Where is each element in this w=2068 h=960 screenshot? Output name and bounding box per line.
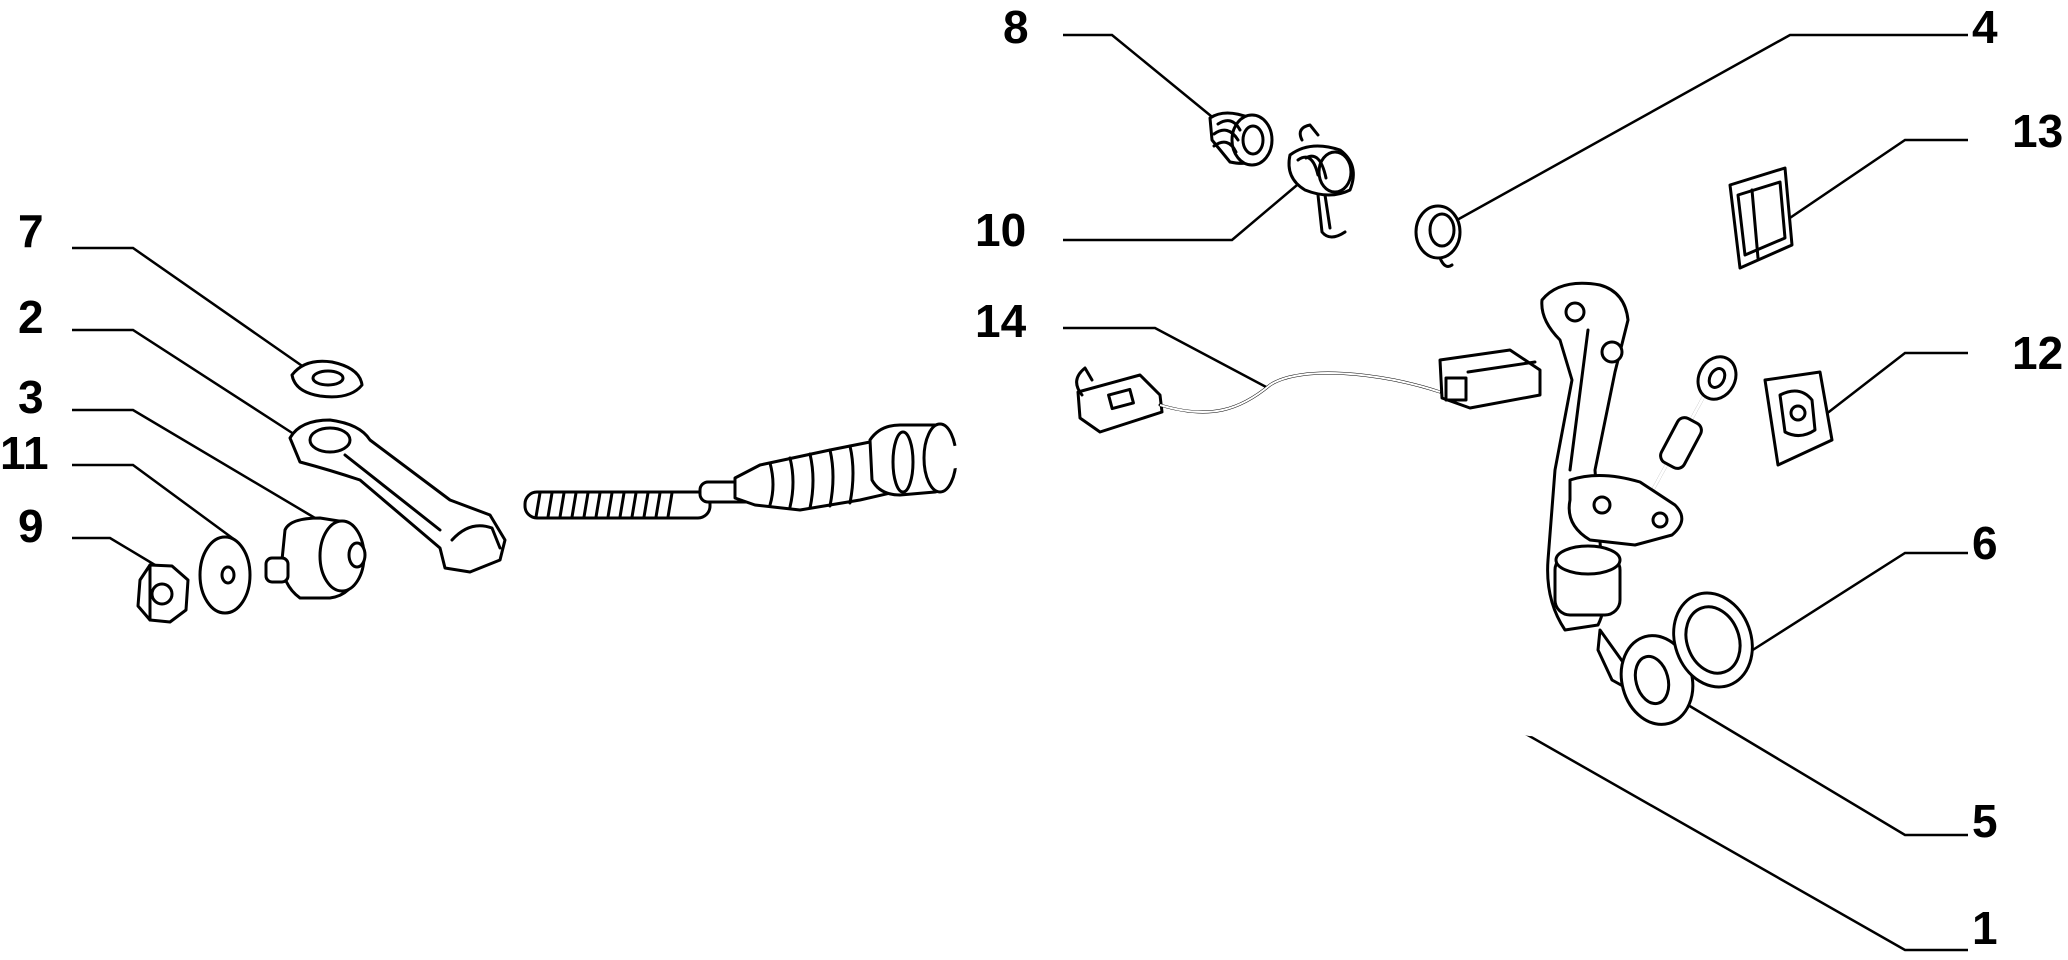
part-6-ring-seal	[1672, 591, 1754, 689]
callout-label-1: 1	[1972, 902, 1998, 954]
callout-label-5: 5	[1972, 795, 1998, 847]
leader-line-13	[1774, 138, 1968, 230]
part-7-clip	[290, 359, 364, 399]
leader-line-14	[1063, 326, 1269, 390]
part-5-boot	[1619, 634, 1695, 726]
leader-line-6	[1747, 551, 1968, 655]
part-8-coil-spring	[1208, 111, 1274, 167]
leader-line-3	[72, 408, 316, 520]
leader-line-5	[1687, 703, 1968, 837]
part-14-switch-harness	[1075, 348, 1542, 434]
part-3-bushing	[264, 516, 367, 600]
rod-sleeve	[1659, 416, 1703, 470]
leader-line-8	[1063, 33, 1223, 126]
callout-label-3: 3	[18, 371, 44, 423]
callout-label-13: 13	[2012, 105, 2064, 157]
part-13-clip	[1728, 166, 1794, 270]
leader-line-12	[1811, 351, 1968, 426]
leader-line-7	[72, 246, 309, 372]
leader-line-9	[72, 536, 156, 567]
callout-label-14: 14	[975, 295, 1027, 347]
threaded-rod	[523, 490, 712, 520]
callout-label-4: 4	[1972, 1, 1998, 53]
cable-assembly	[523, 422, 1631, 737]
part-2-lever-arm	[288, 418, 507, 574]
leader-line-4	[1429, 33, 1968, 237]
mounting-flange	[1567, 473, 1684, 547]
leader-line-10	[1063, 179, 1304, 242]
callout-label-8: 8	[1003, 1, 1029, 53]
callout-label-7: 7	[18, 205, 44, 257]
part-12-clip	[1763, 370, 1834, 467]
cable-sheath	[948, 450, 1622, 728]
callout-label-2: 2	[18, 291, 44, 343]
part-10-torsion-spring	[1287, 123, 1355, 239]
part-4-spring-clip	[1414, 204, 1462, 268]
callout-label-9: 9	[18, 500, 44, 552]
pedal-bracket	[1540, 281, 1738, 692]
callout-label-11: 11	[0, 427, 49, 479]
callout-label-10: 10	[975, 204, 1027, 256]
leader-line-2	[72, 328, 301, 440]
part-9-nut	[136, 563, 190, 624]
leader-line-1	[1509, 723, 1968, 952]
leader-lines	[72, 33, 1968, 952]
leader-line-11	[72, 463, 236, 542]
callout-label-6: 6	[1972, 517, 1998, 569]
part-11-washer	[198, 535, 252, 615]
callout-label-12: 12	[2012, 327, 2064, 379]
